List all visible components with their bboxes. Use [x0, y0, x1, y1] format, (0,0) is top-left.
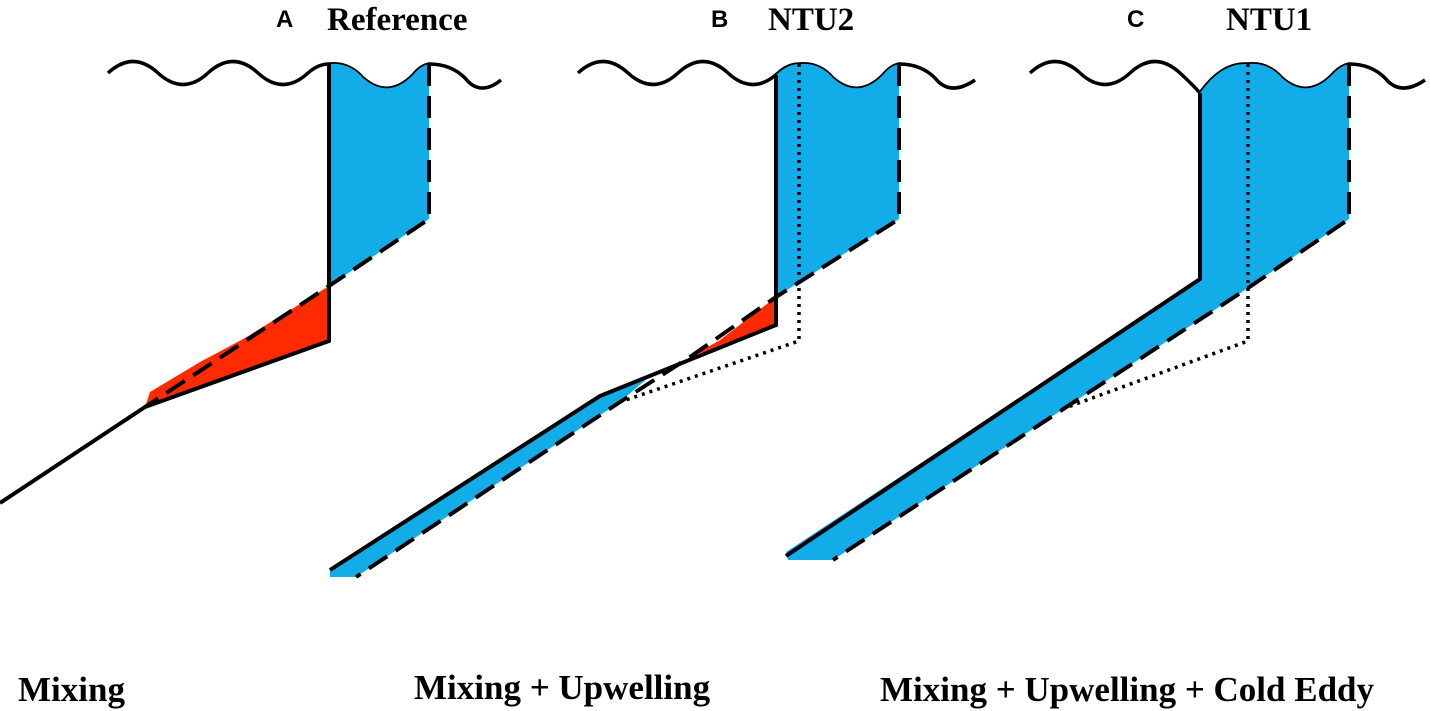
panel-b-cooling-region-upper: [776, 63, 899, 298]
panel-b-letter: B: [711, 6, 728, 33]
panel-c-dashed-profile: [831, 64, 1351, 562]
panel-b-cooling-region-lower: [330, 376, 650, 577]
panel-c-cooling-region: [786, 63, 1349, 561]
panel-a-solid-profile: [0, 64, 331, 505]
panel-a-letter: A: [276, 6, 293, 33]
panel-b-caption: Mixing + Upwelling: [414, 668, 711, 707]
panel-b: B NTU2: [328, 2, 976, 579]
panel-b-warming-region: [690, 297, 776, 357]
panel-a-sea-surface-wave: [106, 59, 503, 90]
panel-c-title: NTU1: [1226, 2, 1312, 38]
panel-a-dashed-profile: [143, 64, 431, 409]
panel-c-caption: Mixing + Upwelling + Cold Eddy: [880, 670, 1375, 709]
panel-c-letter: C: [1127, 6, 1144, 33]
panel-a-caption: Mixing: [18, 670, 125, 709]
panel-a-cooling-region: [329, 63, 429, 287]
panel-b-solid-profile: [328, 75, 778, 572]
panel-c: C NTU1: [784, 2, 1426, 562]
panel-a-title: Reference: [327, 2, 467, 38]
panel-a: A Reference: [0, 2, 503, 505]
panel-b-dashed-profile: [354, 64, 901, 579]
panel-b-title: NTU2: [768, 2, 854, 38]
panel-c-solid-profile: [784, 93, 1202, 558]
